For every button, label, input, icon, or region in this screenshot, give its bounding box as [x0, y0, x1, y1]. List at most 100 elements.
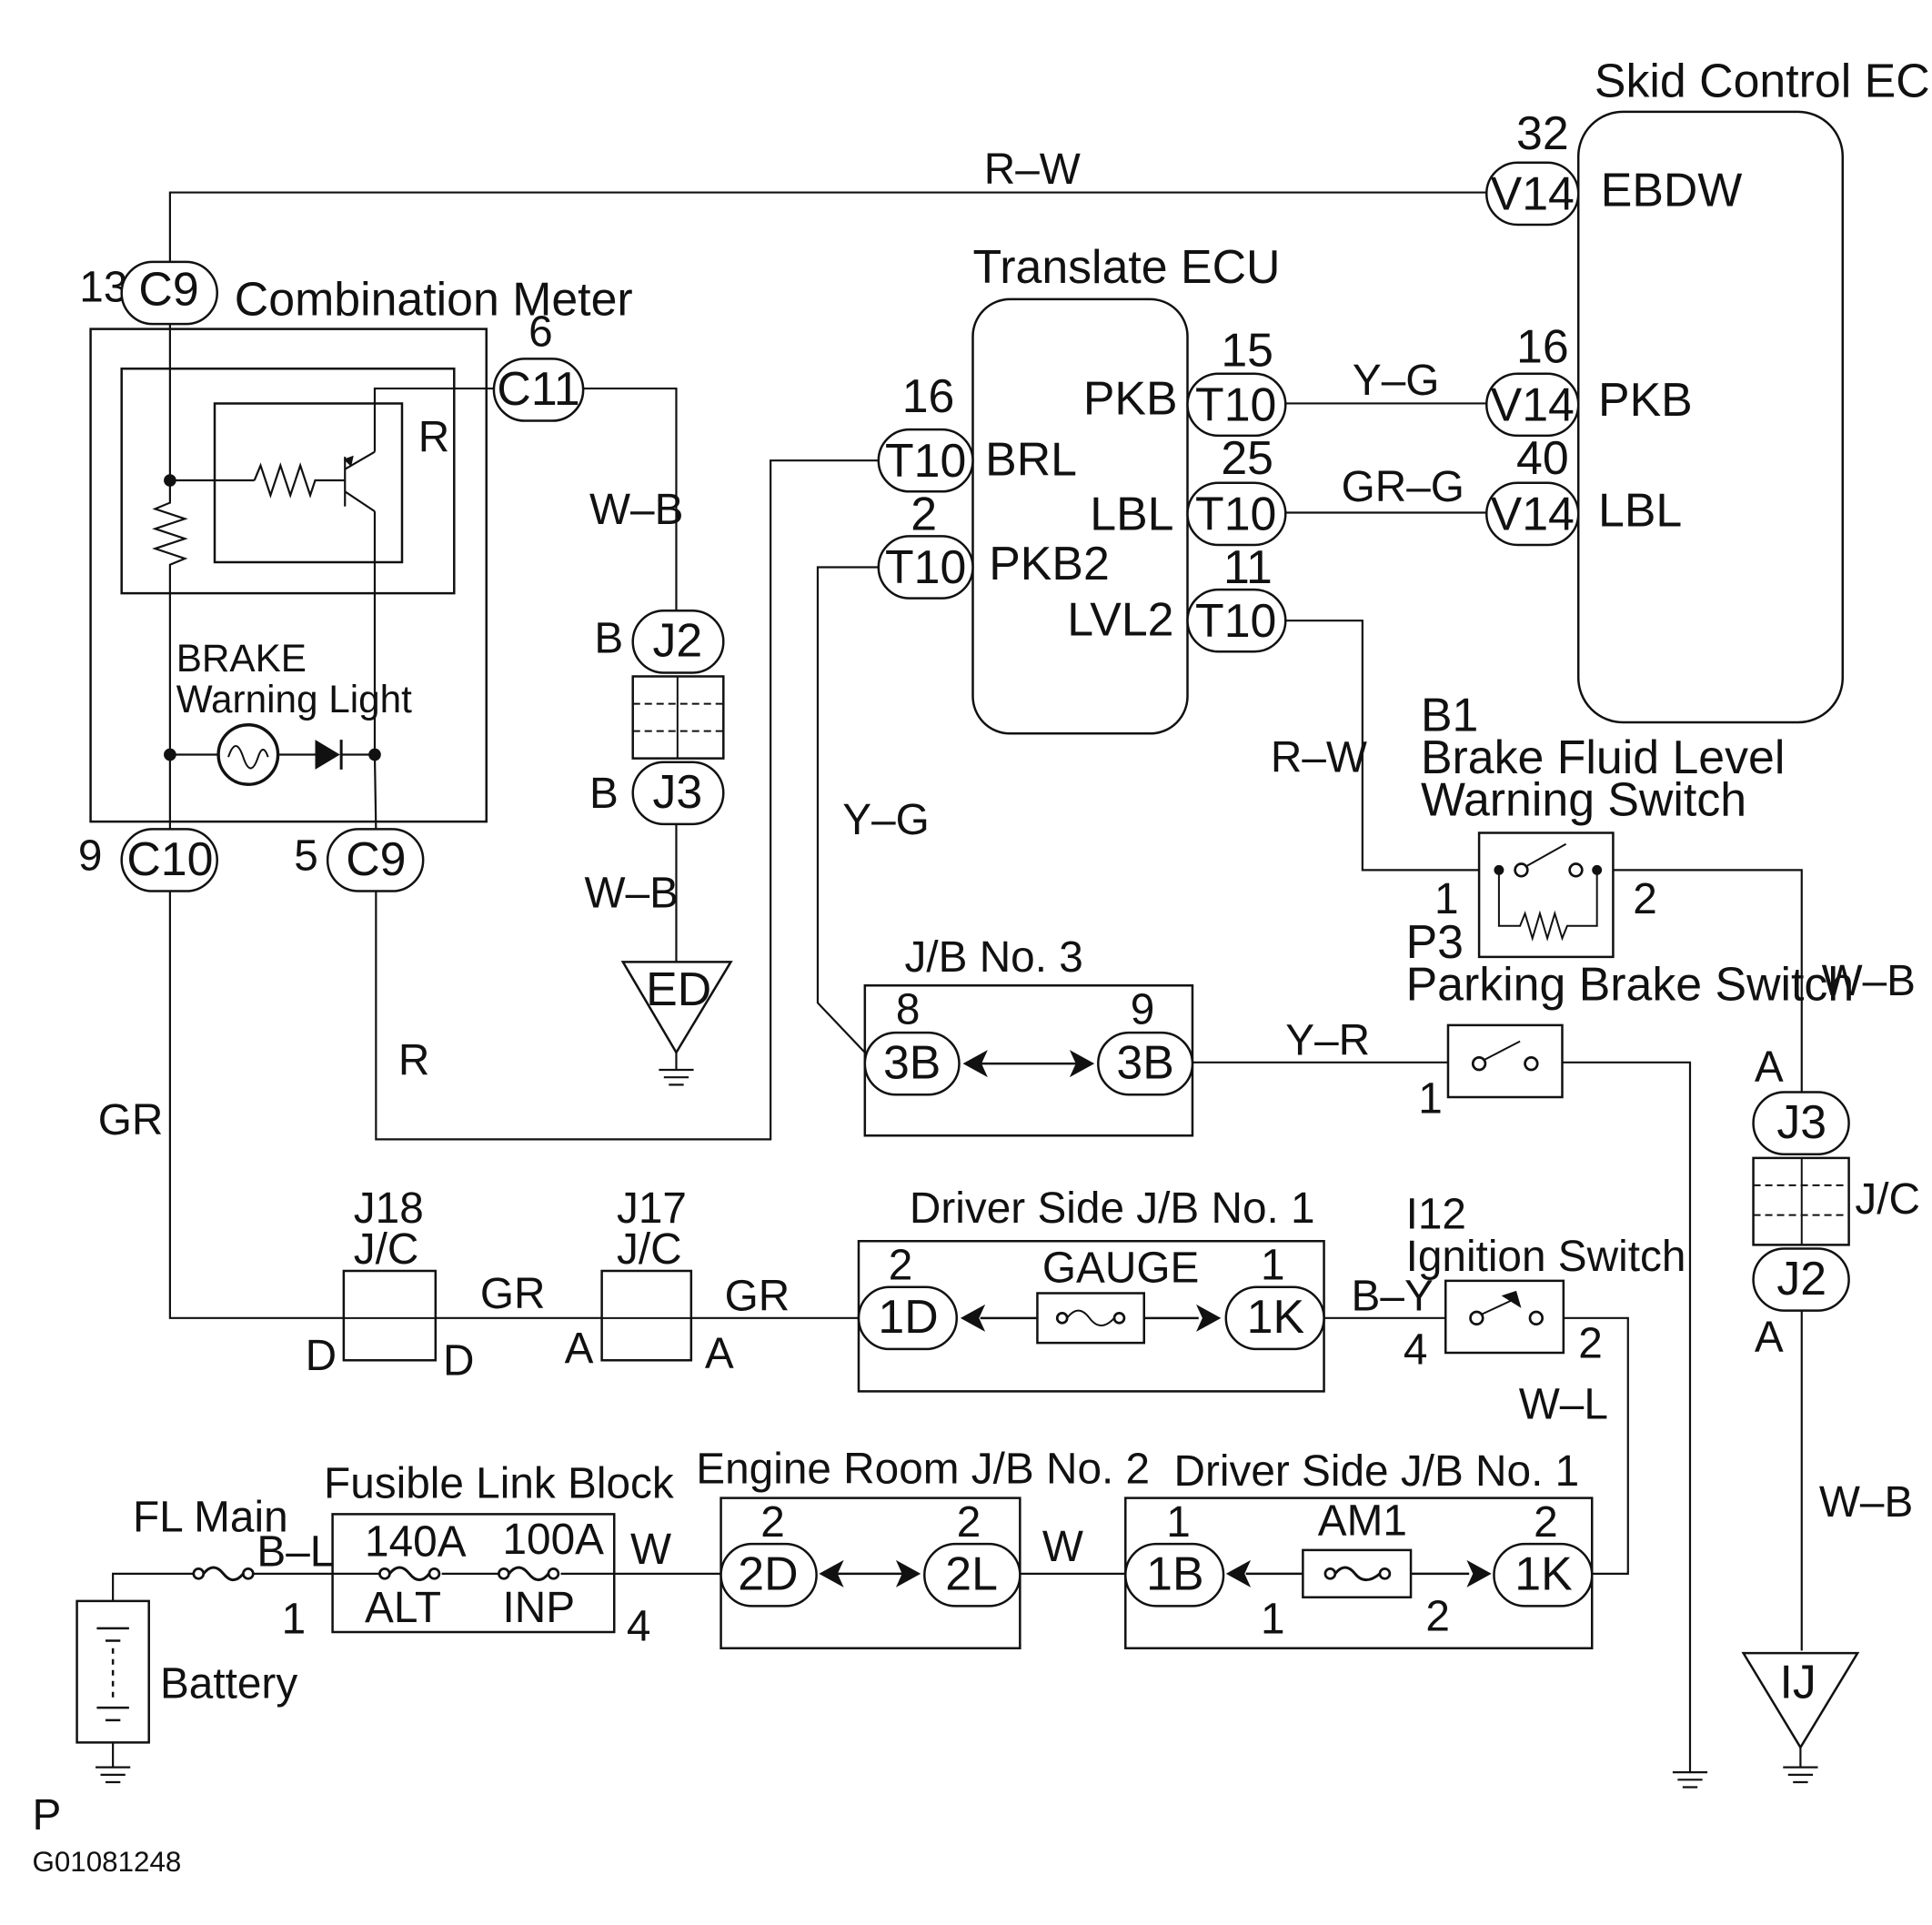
djb-1k-label: 1K [1247, 1290, 1304, 1343]
bf-id: B1 [1421, 689, 1478, 741]
wire-label-jc-ground: W–B [1819, 1478, 1913, 1527]
wire-brl [376, 460, 878, 1139]
wires [113, 193, 1802, 1773]
j18-left: D [306, 1332, 337, 1380]
transistor-arrow [343, 455, 354, 468]
j3-label: J3 [652, 765, 702, 818]
djb-1k-connector [1226, 1287, 1324, 1349]
jb-no-3: J/B No. 3 8 3B 9 3B [865, 933, 1192, 1135]
flb-fuse1-rating: 140A [365, 1518, 467, 1567]
v14-ebdw-connector [1486, 163, 1578, 225]
pkb2-pin-name: PKB2 [989, 537, 1110, 590]
erjb-2l-connector [924, 1544, 1020, 1606]
wire-bf-right [1613, 870, 1801, 1092]
wire-lvl2 [1285, 620, 1479, 870]
wire-label-bf-right: W–B [1822, 957, 1916, 1005]
switch-icon [1471, 1042, 1539, 1072]
ign-title: Ignition Switch [1406, 1233, 1686, 1281]
flb-title: Fusible Link Block [324, 1460, 674, 1508]
wire-ebdw [170, 193, 1486, 267]
diode-icon [315, 740, 341, 770]
v14-ebdw-label: V14 [1491, 167, 1575, 220]
j2-label: J2 [652, 614, 702, 667]
wire-label-jb-ign: B–Y [1352, 1273, 1434, 1321]
t10-lbl-label: T10 [1195, 488, 1276, 540]
combination-meter-r: R [418, 414, 449, 462]
djb-am1-right-num: 2 [1534, 1498, 1558, 1547]
ground-icon [659, 1053, 693, 1084]
jb3-right-connector [1098, 1033, 1192, 1094]
tlbl-pin-name: LBL [1090, 488, 1173, 540]
c9-top-pin-num: 13 [79, 264, 127, 312]
wire-label-c9-r: R [398, 1036, 429, 1084]
erjb-left-num: 2 [760, 1498, 785, 1547]
jc-right-label: J/C [1855, 1175, 1920, 1224]
engine-room-jb2: Engine Room J/B No. 2 2 2D 2 2L [696, 1445, 1150, 1648]
wire-label-j18-j17: GR [480, 1270, 546, 1318]
wire-label-pkb2: Y–G [842, 796, 930, 844]
brake-fluid-level-switch: B1 Brake Fluid Level Warning Switch 1 2 [1421, 689, 1785, 957]
c10-connector [122, 829, 217, 891]
ground-icon [1783, 1748, 1817, 1782]
am1-fuse-icon [1225, 1550, 1492, 1597]
t10-lvl2-connector [1188, 590, 1286, 651]
j2-side-label: B [594, 615, 623, 663]
pkb2-pin-num: 2 [911, 488, 937, 540]
j18-jc: J18 J/C D D [306, 1184, 475, 1386]
parking-brake-switch: P3 Parking Brake Switch 1 [1406, 915, 1855, 1124]
ground-ij-label: IJ [1780, 1655, 1816, 1708]
j17-type: J/C [617, 1225, 682, 1274]
djb-am1-pin-left: 1 [1261, 1595, 1285, 1643]
wire-label-lbl: GR–G [1342, 463, 1464, 511]
combination-meter: Combination Meter R 13 C9 [78, 262, 633, 892]
jb3-right-label: 3B [1116, 1036, 1173, 1089]
ign-pin-in: 4 [1404, 1325, 1428, 1374]
pb-title: Parking Brake Switch [1406, 958, 1855, 1011]
c9-top-label: C9 [138, 263, 198, 316]
fusible-link-icon [498, 1567, 561, 1581]
wire-pkb2 [818, 568, 879, 1053]
jb3-left-connector [865, 1033, 960, 1094]
erjb-2l-label: 2L [945, 1547, 998, 1600]
ignition-key-icon [1501, 1290, 1522, 1308]
t10-pkb2-label: T10 [885, 540, 966, 593]
pb-pin: 1 [1418, 1075, 1443, 1124]
wire-color-labels: R–W Y–G GR–G R–W W–B W–B Y–G R GR Y–R GR… [98, 146, 1916, 1577]
fusible-link-icon [192, 1567, 255, 1581]
footer: P G01081248 [32, 1791, 181, 1878]
flb-fuse2-rating: 100A [502, 1516, 604, 1564]
ground-ed-label: ED [646, 962, 711, 1015]
bf-title-2: Warning Switch [1421, 772, 1746, 825]
jc-j3-connector [1754, 1093, 1849, 1154]
page-letter: P [32, 1791, 61, 1839]
c11-connector [494, 358, 583, 420]
flb-fuse1-name: ALT [365, 1584, 441, 1632]
translate-ecu: Translate ECU 16 T10 BRL 2 T10 PKB2 15 T… [879, 240, 1285, 733]
c11-pin-num: 6 [528, 308, 553, 357]
lvl2-pin-num: 11 [1223, 540, 1273, 593]
djb-1k-am1-label: 1K [1514, 1547, 1572, 1600]
bf-pin2: 2 [1633, 875, 1657, 923]
tlbl-pin-num: 25 [1221, 431, 1273, 484]
ebdw-pin-num: 32 [1516, 106, 1569, 159]
tpkb-pin-num: 15 [1221, 324, 1273, 377]
jb3-title: J/B No. 3 [904, 933, 1082, 982]
battery-label: Battery [160, 1659, 297, 1708]
t10-brl-label: T10 [885, 434, 966, 487]
brl-pin-num: 16 [902, 369, 955, 422]
djb-gauge-title: Driver Side J/B No. 1 [910, 1184, 1315, 1233]
wire-label-parking: Y–R [1285, 1017, 1370, 1065]
meter-junction-dot [368, 748, 381, 761]
erjb-right-num: 2 [957, 1498, 981, 1547]
ground-ed: ED [623, 962, 731, 1084]
djb-gauge-right-num: 1 [1261, 1242, 1285, 1290]
wire-label-fl: W [630, 1526, 671, 1574]
j17-left: A [565, 1325, 594, 1373]
fl-main-label: FL Main [133, 1493, 288, 1541]
driver-jb-am1: Driver Side J/B No. 1 1 1B 2 1K AM1 1 2 [1125, 1447, 1592, 1648]
djb-1d-label: 1D [878, 1290, 938, 1343]
meter-junction-dot [164, 748, 176, 761]
j3-connector [633, 762, 724, 824]
